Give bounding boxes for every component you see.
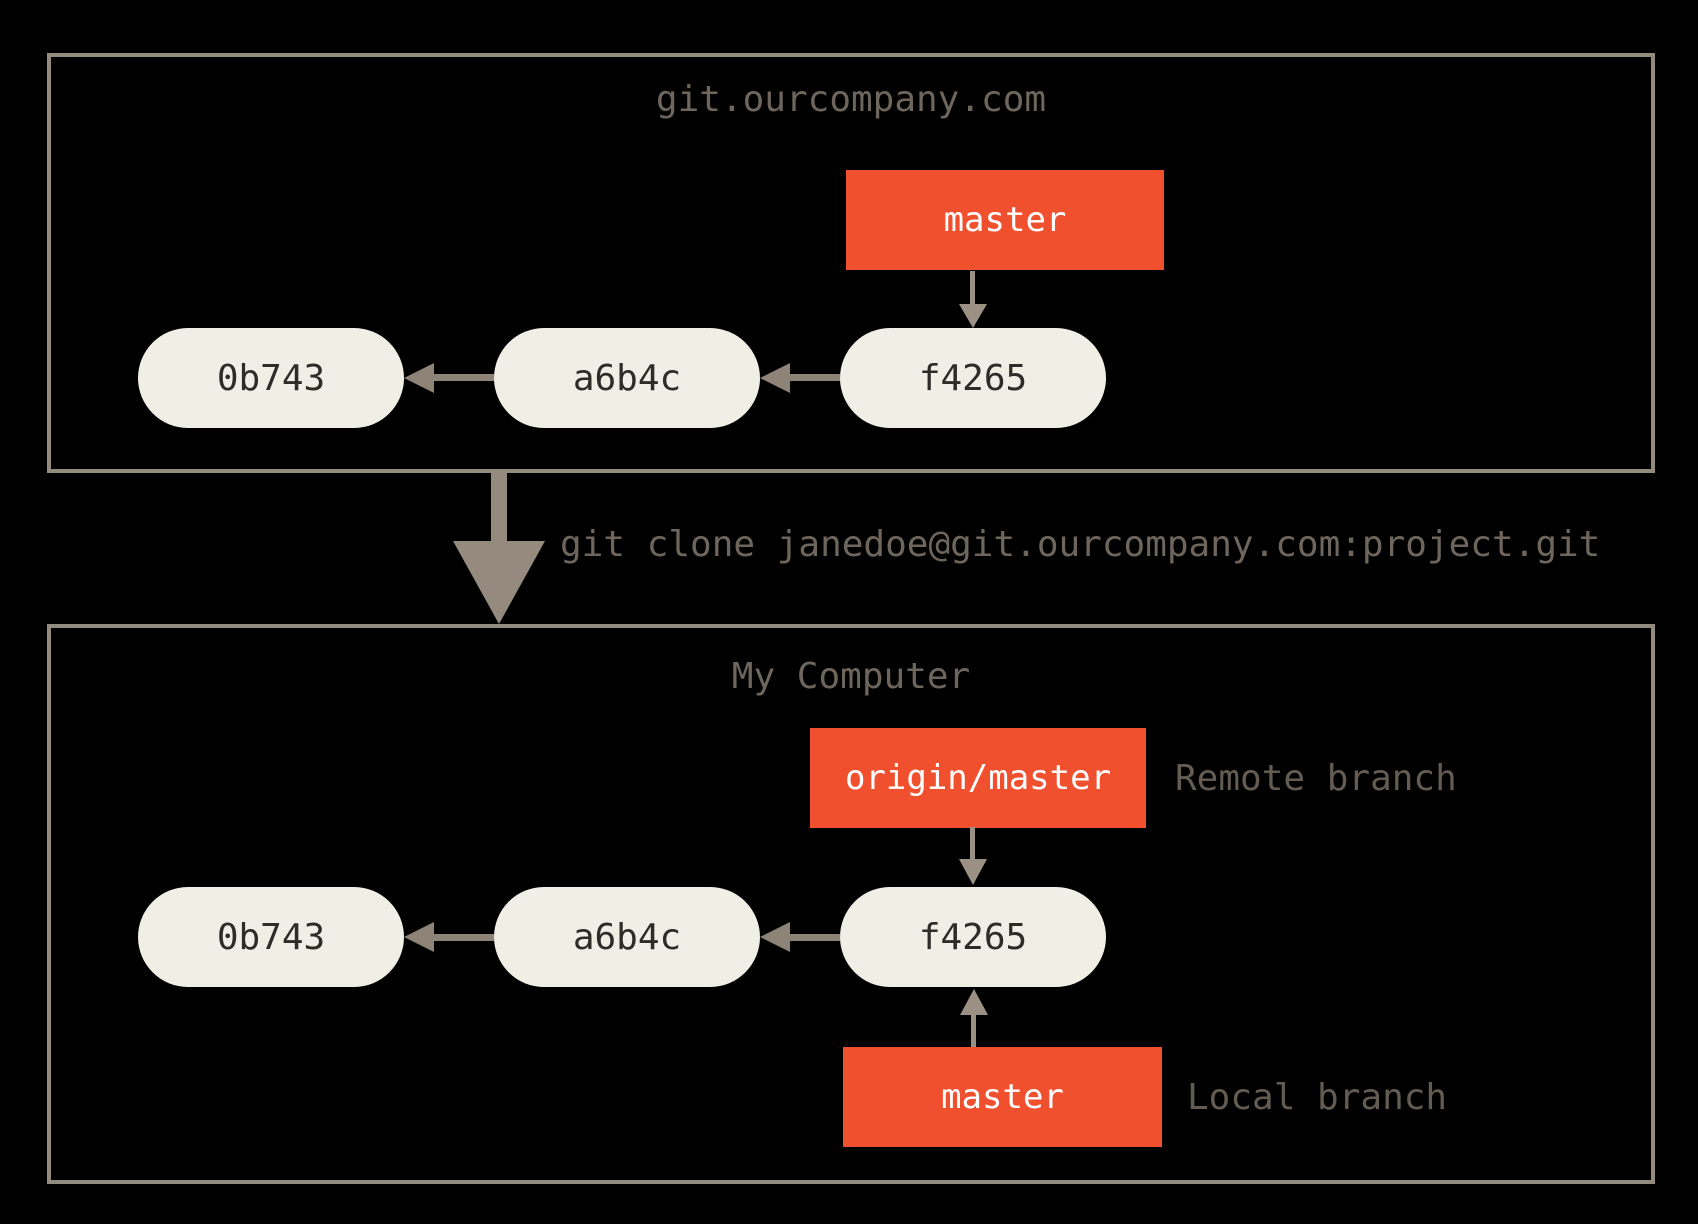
clone-arrow-head-down-icon xyxy=(453,541,545,624)
commit-id-label: a6b4c xyxy=(572,916,682,958)
server-commit-0b743: 0b743 xyxy=(138,328,404,428)
server-commit-f4265: f4265 xyxy=(840,328,1106,428)
parent-arrow-head-left-icon xyxy=(404,922,434,952)
remote-branch-pointer-arrow-head-down-icon xyxy=(959,859,987,885)
local-commit-0b743: 0b743 xyxy=(138,887,404,987)
clone-command-label: git clone janedoe@git.ourcompany.com:pro… xyxy=(560,524,1601,565)
server-master-branch-box: master xyxy=(846,170,1164,270)
local-master-branch-label: master xyxy=(941,1077,1064,1117)
local-branch-annotation: Local branch xyxy=(1187,1076,1448,1118)
parent-arrow-shaft xyxy=(790,934,840,941)
server-branch-pointer-arrow-head-down-icon xyxy=(959,304,987,328)
local-master-branch-box: master xyxy=(843,1047,1162,1147)
computer-box-title: My Computer xyxy=(731,656,971,697)
remote-branch-annotation: Remote branch xyxy=(1175,757,1457,799)
local-commit-a6b4c: a6b4c xyxy=(494,887,760,987)
parent-arrow-shaft xyxy=(434,934,494,941)
remote-branch-pointer-arrow-shaft xyxy=(970,827,975,859)
parent-arrow-shaft xyxy=(434,374,494,381)
commit-id-label: f4265 xyxy=(918,357,1028,399)
parent-arrow-head-left-icon xyxy=(404,363,434,393)
parent-arrow-head-left-icon xyxy=(760,363,790,393)
server-commit-a6b4c: a6b4c xyxy=(494,328,760,428)
origin-master-branch-box: origin/master xyxy=(810,728,1146,828)
my-computer-box: My Computer origin/master Remote branch … xyxy=(47,624,1655,1184)
local-branch-pointer-arrow-head-up-icon xyxy=(960,989,988,1015)
parent-arrow-head-left-icon xyxy=(760,922,790,952)
commit-id-label: 0b743 xyxy=(216,357,326,399)
commit-id-label: 0b743 xyxy=(216,916,326,958)
server-repo-box: git.ourcompany.com master 0b743 a6b4c f4… xyxy=(47,53,1655,473)
parent-arrow-shaft xyxy=(790,374,840,381)
local-commit-f4265: f4265 xyxy=(840,887,1106,987)
server-box-title: git.ourcompany.com xyxy=(655,79,1047,120)
commit-id-label: f4265 xyxy=(918,916,1028,958)
local-branch-pointer-arrow-shaft xyxy=(971,1015,976,1047)
clone-arrow-shaft xyxy=(491,473,507,541)
commit-id-label: a6b4c xyxy=(572,357,682,399)
server-master-branch-label: master xyxy=(943,200,1067,240)
origin-master-branch-label: origin/master xyxy=(844,758,1112,798)
server-branch-pointer-arrow-shaft xyxy=(970,271,975,304)
